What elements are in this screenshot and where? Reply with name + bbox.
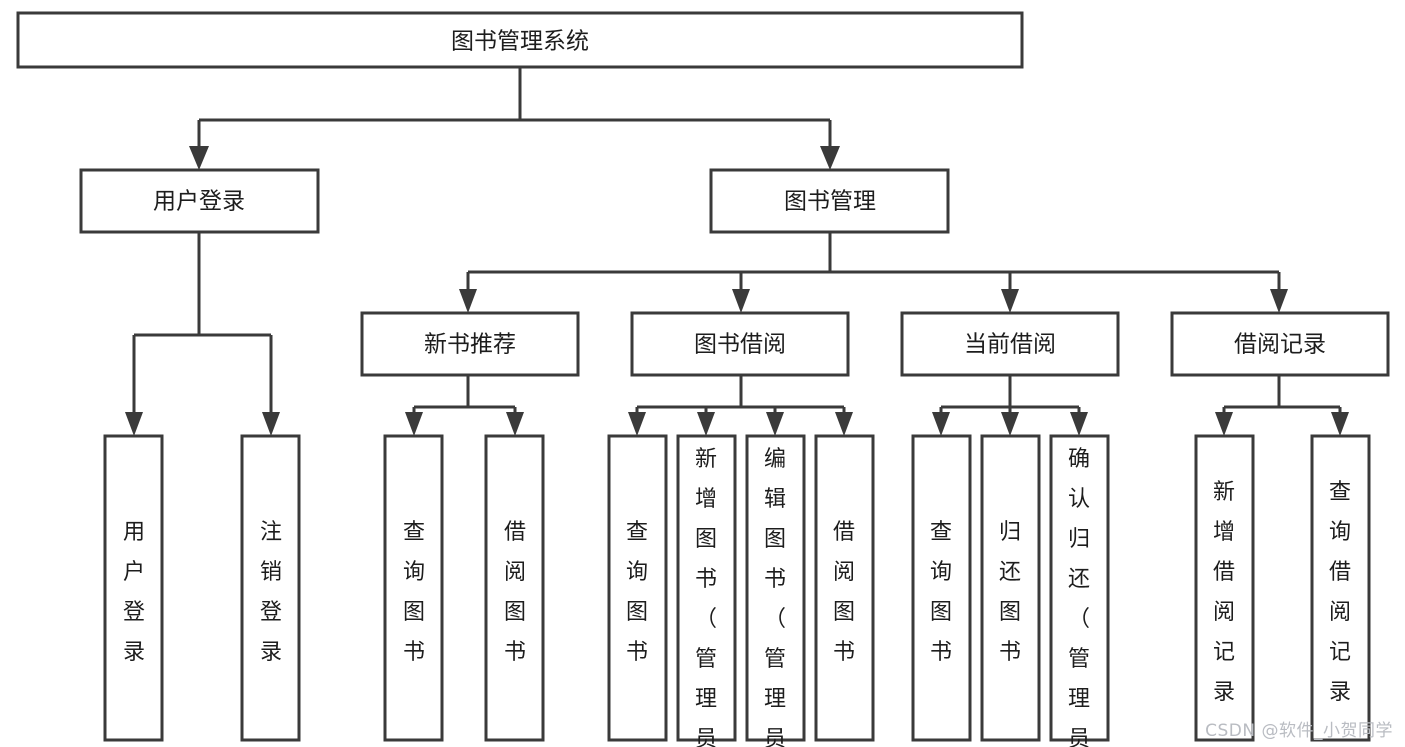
node-current-borrow[interactable]: 当前借阅 — [900, 311, 1120, 377]
arrow-head-bb-leaf-3 — [766, 412, 784, 436]
node-borrow-record[interactable]: 借阅记录 — [1170, 311, 1390, 377]
leaf-current-borrow-return[interactable]: 归还图书 — [980, 434, 1041, 742]
arrow-head-nb-leaf-2 — [506, 412, 524, 436]
leaf-label: 新增图书（管理员） — [695, 447, 717, 747]
arrow-head-bb-leaf-4 — [835, 412, 853, 436]
arrow-head-leaf-user-login — [125, 412, 143, 436]
leaf-user-login-logout[interactable]: 注销登录 — [240, 434, 301, 742]
leaf-label: 查询图书 — [403, 520, 425, 665]
node-book-management-label: 图书管理 — [784, 189, 876, 215]
leaf-new-book-borrow[interactable]: 借阅图书 — [484, 434, 545, 742]
csdn-watermark: CSDN @软件_小贺同学 — [1205, 721, 1393, 741]
leaf-user-login-login[interactable]: 用户登录 — [103, 434, 164, 742]
leaf-box[interactable] — [814, 434, 875, 742]
arrow-head-book-mgmt — [820, 146, 840, 170]
node-borrow-record-label: 借阅记录 — [1234, 332, 1326, 358]
leaf-label: 查询借阅记录 — [1329, 480, 1351, 705]
node-user-login[interactable]: 用户登录 — [79, 168, 320, 234]
node-user-login-label: 用户登录 — [153, 189, 245, 215]
leaf-box[interactable] — [240, 434, 301, 742]
node-new-book-recommend-label: 新书推荐 — [424, 332, 516, 358]
node-current-borrow-box[interactable] — [900, 311, 1120, 377]
leaf-book-borrow-query[interactable]: 查询图书 — [607, 434, 668, 742]
leaf-box[interactable] — [607, 434, 668, 742]
leaf-box[interactable] — [1049, 434, 1110, 742]
leaf-current-borrow-confirm[interactable]: 确认归还（管理员） — [1049, 434, 1110, 747]
node-book-borrow-label: 图书借阅 — [694, 332, 786, 358]
leaf-label: 归还图书 — [999, 520, 1021, 665]
leaves-layer: 用户登录 注销登录 查询图书 借阅图书 查询图书 新增图书（管理员） 编辑图书（… — [103, 434, 1371, 747]
node-book-management-box[interactable] — [709, 168, 950, 234]
leaf-borrow-record-query[interactable]: 查询借阅记录 — [1310, 434, 1371, 742]
leaf-label: 查询图书 — [930, 520, 952, 665]
leaf-box[interactable] — [911, 434, 972, 742]
leaf-box[interactable] — [484, 434, 545, 742]
node-new-book-recommend-box[interactable] — [360, 311, 580, 377]
arrow-head-cb-leaf-2 — [1001, 412, 1019, 436]
arrow-head-book-borrow — [732, 289, 750, 313]
leaf-box[interactable] — [383, 434, 444, 742]
node-book-borrow[interactable]: 图书借阅 — [630, 311, 850, 377]
arrow-head-borrow-record — [1270, 289, 1288, 313]
leaf-book-borrow-add[interactable]: 新增图书（管理员） — [676, 434, 737, 747]
arrow-head-current-borrow — [1001, 289, 1019, 313]
node-borrow-record-box[interactable] — [1170, 311, 1390, 377]
node-user-login-box[interactable] — [79, 168, 320, 234]
leaf-label: 注销登录 — [260, 520, 282, 665]
node-root-box[interactable] — [16, 11, 1024, 69]
arrow-head-bb-leaf-1 — [628, 412, 646, 436]
arrow-head-cb-leaf-3 — [1070, 412, 1088, 436]
arrow-head-nb-leaf-1 — [405, 412, 423, 436]
leaf-box[interactable] — [980, 434, 1041, 742]
node-new-book-recommend[interactable]: 新书推荐 — [360, 311, 580, 377]
node-root-label: 图书管理系统 — [451, 29, 589, 55]
arrow-head-user-login — [189, 146, 209, 170]
leaf-label: 借阅图书 — [504, 520, 526, 665]
edges-layer — [125, 67, 1349, 436]
leaf-label: 查询图书 — [626, 520, 648, 665]
arrow-head-br-leaf-2 — [1331, 412, 1349, 436]
leaf-book-borrow-edit[interactable]: 编辑图书（管理员） — [745, 434, 806, 747]
arrow-head-cb-leaf-1 — [932, 412, 950, 436]
leaf-box[interactable] — [1310, 434, 1371, 742]
leaf-label: 确认归还（管理员） — [1068, 447, 1090, 747]
leaf-label: 编辑图书（管理员） — [764, 447, 786, 747]
leaf-label: 新增借阅记录 — [1213, 480, 1235, 705]
leaf-box[interactable] — [745, 434, 806, 742]
node-root[interactable]: 图书管理系统 — [16, 11, 1024, 69]
leaf-box[interactable] — [103, 434, 164, 742]
node-book-borrow-box[interactable] — [630, 311, 850, 377]
node-book-management[interactable]: 图书管理 — [709, 168, 950, 234]
leaf-label: 用户登录 — [123, 520, 145, 665]
arrow-head-new-book — [459, 289, 477, 313]
arrow-head-br-leaf-1 — [1215, 412, 1233, 436]
node-current-borrow-label: 当前借阅 — [964, 332, 1056, 358]
leaf-borrow-record-add[interactable]: 新增借阅记录 — [1194, 434, 1255, 742]
leaf-new-book-query[interactable]: 查询图书 — [383, 434, 444, 742]
leaf-label: 借阅图书 — [833, 520, 855, 665]
leaf-box[interactable] — [1194, 434, 1255, 742]
arrow-head-leaf-logout — [262, 412, 280, 436]
arrow-head-bb-leaf-2 — [697, 412, 715, 436]
leaf-current-borrow-query[interactable]: 查询图书 — [911, 434, 972, 742]
leaf-box[interactable] — [676, 434, 737, 742]
leaf-book-borrow-borrow[interactable]: 借阅图书 — [814, 434, 875, 742]
